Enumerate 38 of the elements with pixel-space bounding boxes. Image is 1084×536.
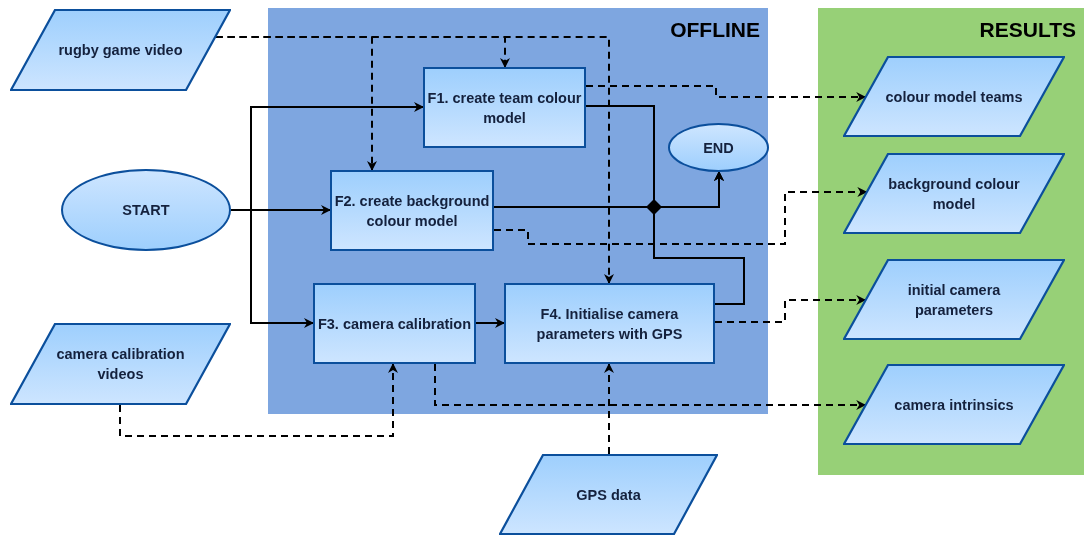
data-parallelogram bbox=[10, 9, 231, 91]
group-panel bbox=[818, 8, 1084, 475]
data-parallelogram bbox=[10, 323, 231, 405]
process-box bbox=[504, 283, 715, 364]
arrow bbox=[604, 363, 614, 455]
process-box bbox=[330, 170, 494, 251]
data-parallelogram bbox=[843, 259, 1065, 340]
node-label: initial camera parameters bbox=[906, 280, 1002, 320]
node-label: START bbox=[121, 201, 171, 220]
group-panel bbox=[268, 8, 768, 414]
node-label: colour model teams bbox=[884, 87, 1024, 107]
process-box bbox=[313, 283, 476, 364]
node-label: F2. create background colour model bbox=[333, 191, 491, 231]
arrow bbox=[714, 295, 867, 323]
arrow bbox=[434, 363, 867, 410]
arrow bbox=[119, 363, 398, 437]
node-label: F4. Initialise camera parameters with GPS bbox=[535, 304, 684, 344]
terminal-oval bbox=[668, 123, 769, 172]
arrow bbox=[585, 85, 867, 102]
node-label: camera calibration videos bbox=[55, 345, 186, 384]
node-label: END bbox=[702, 138, 735, 158]
node-label: F1. create team colour model bbox=[426, 88, 583, 128]
panel-heading: OFFLINE bbox=[670, 18, 760, 42]
arrow bbox=[493, 187, 868, 245]
node-label: rugby game video bbox=[57, 41, 184, 60]
panel-heading: RESULTS bbox=[979, 18, 1076, 42]
data-parallelogram bbox=[843, 153, 1065, 234]
arrow bbox=[230, 209, 314, 328]
data-parallelogram bbox=[843, 364, 1065, 445]
data-parallelogram bbox=[843, 56, 1065, 137]
node-label: F3. camera calibration bbox=[316, 314, 473, 334]
node-label: GPS data bbox=[575, 485, 642, 505]
node-label: camera intrinsics bbox=[893, 395, 1015, 415]
arrow bbox=[653, 171, 745, 305]
process-box bbox=[423, 67, 586, 148]
node-label: background colour model bbox=[887, 174, 1021, 214]
data-parallelogram bbox=[499, 454, 718, 535]
arrow bbox=[475, 318, 505, 328]
